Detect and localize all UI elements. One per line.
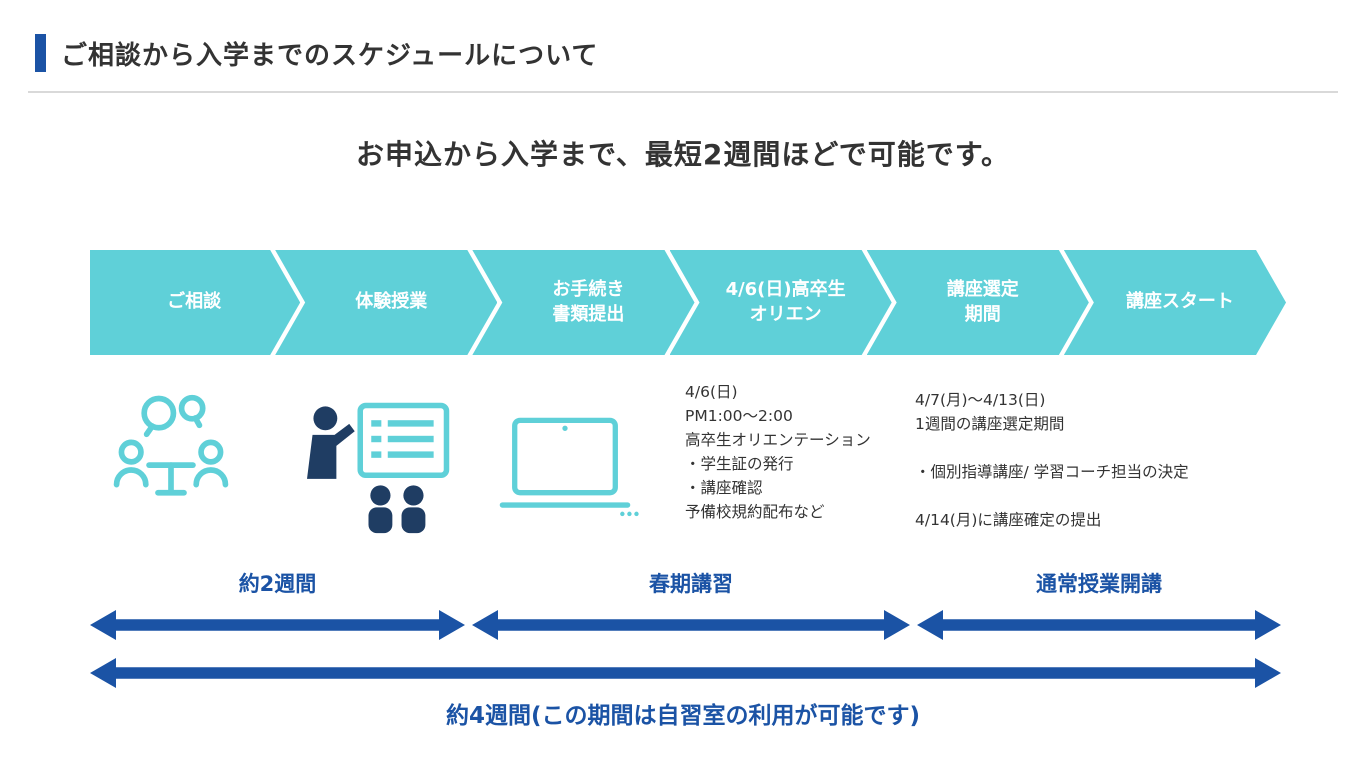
step-trial-lesson: 体験授業 [275, 250, 497, 355]
step-course-selection: 講座選定 期間 [867, 250, 1089, 355]
step-consultation: ご相談 [90, 250, 300, 355]
header-divider [28, 91, 1338, 93]
phase-label-spring-course: 春期講習 [649, 572, 733, 596]
page-title: ご相談から入学までのスケジュールについて [61, 40, 599, 71]
trial-lesson-icon [296, 398, 452, 540]
phase-label-regular-classes: 通常授業開講 [1036, 572, 1162, 596]
step-documents: お手続き 書類提出 [472, 250, 694, 355]
title-accent-bar [35, 34, 46, 72]
subtitle: お申込から入学まで、最短2週間ほどで可能です。 [355, 138, 1010, 171]
course-selection-details: 4/7(月)〜4/13(日) 1週間の講座選定期間 ・個別指導講座/ 学習コーチ… [915, 391, 1189, 529]
timeline-arrow-phase2 [472, 610, 910, 640]
step-orientation: 4/6(日)高卒生 オリエン [670, 250, 892, 355]
phase-label-two-weeks: 約2週間 [238, 572, 317, 596]
laptop-icon [490, 415, 640, 525]
process-flow: ご相談 体験授業 お手続き 書類提出 4/6(日)高卒生 オリエン 講座選定 期… [90, 250, 1286, 355]
timeline-arrow-overall [90, 658, 1281, 688]
overall-period-label: 約4週間(この期間は自習室の利用が可能です) [445, 703, 921, 729]
consultation-icon [110, 392, 232, 526]
timeline-arrow-phase1 [90, 610, 465, 640]
orientation-details: 4/6(日) PM1:00〜2:00 高卒生オリエンテーション ・学生証の発行 … [685, 383, 871, 521]
step-course-start: 講座スタート [1064, 250, 1286, 355]
timeline-arrow-phase3 [917, 610, 1281, 640]
header: ご相談から入学までのスケジュールについて [35, 34, 598, 72]
